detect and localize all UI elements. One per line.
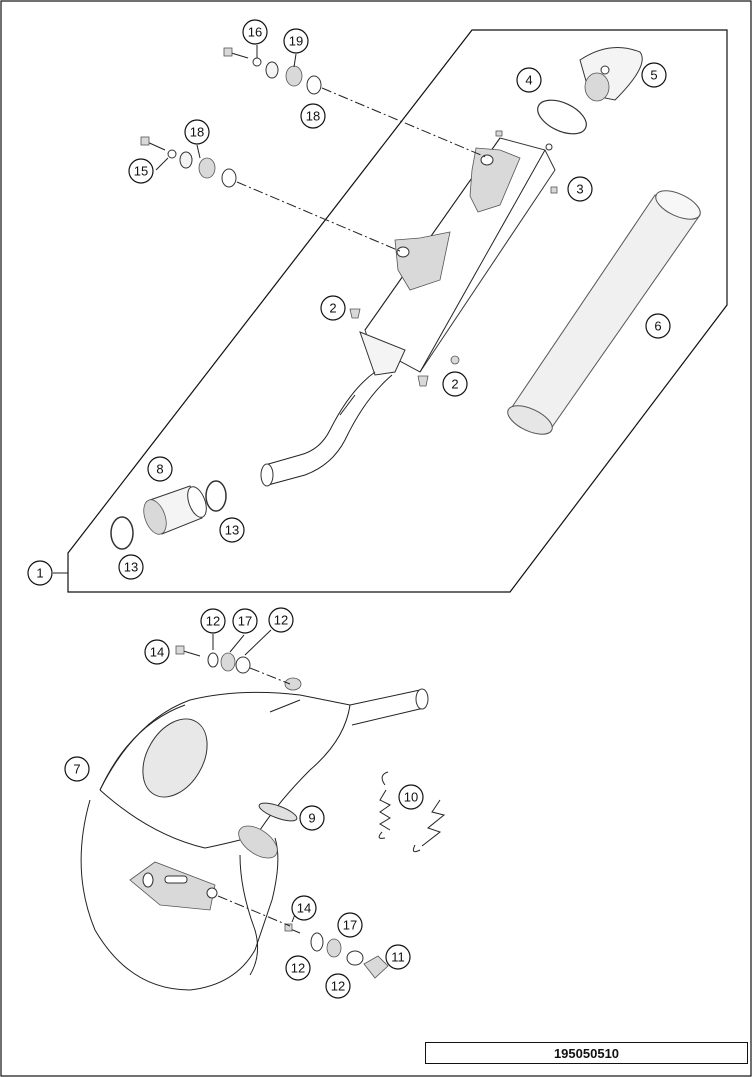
callout-12: 12 [200,608,226,634]
callout-label: 7 [73,762,80,777]
connector-sleeve [143,485,207,535]
callout-label: 16 [248,25,262,40]
fitting-3c [495,130,503,137]
callout-label: 14 [297,901,311,916]
callout-label: 6 [654,319,661,334]
callout-2: 2 [442,371,468,397]
callout-label: 5 [650,68,657,83]
callout-17: 17 [232,608,258,634]
fastener-stack-pipe-lower [284,923,389,979]
exhaust-seal [258,802,298,822]
callout-13: 13 [219,517,245,543]
drawing-number: 195050510 [425,1042,748,1064]
callout-label: 18 [190,125,204,140]
callout-18: 18 [184,119,210,145]
fastener-stack-middle [140,136,237,188]
callout-8: 8 [147,456,173,482]
seal-ring-13a [110,516,134,550]
callout-15: 15 [128,158,154,184]
callout-14: 14 [144,639,170,665]
callout-label: 12 [331,979,345,994]
exhaust-springs [378,771,446,853]
callout-14: 14 [291,895,317,921]
callout-2: 2 [320,295,346,321]
assembly-line-upper [321,87,489,159]
fastener-stack-pipe-upper [175,645,251,674]
leader-line [229,634,245,653]
assembly-line-pipe-lower [217,895,291,927]
o-ring [537,99,587,135]
callout-label: 12 [274,613,288,628]
end-cap [579,47,643,102]
callout-label: 18 [306,109,320,124]
callout-label: 2 [329,301,336,316]
callout-7: 7 [64,756,90,782]
leader-line [155,157,169,171]
callout-label: 17 [238,614,252,629]
assembly-line-pipe-upper [249,667,291,685]
fitting-3b [550,186,558,194]
callout-label: 4 [525,73,532,88]
callout-label: 14 [150,645,164,660]
fastener-stack-upper [223,47,322,95]
callout-label: 12 [291,961,305,976]
callout-3: 3 [567,176,593,202]
callout-label: 17 [343,918,357,933]
callout-12: 12 [268,607,294,633]
callout-label: 1 [36,566,43,581]
callout-12: 12 [325,973,351,999]
callout-11: 11 [385,944,411,970]
assembly-line-middle [236,181,403,253]
callout-label: 8 [156,462,163,477]
callout-10: 10 [398,784,424,810]
callout-label: 13 [124,560,138,575]
screw-2b [417,375,429,387]
leader-line [293,53,297,68]
callout-5: 5 [641,62,667,88]
callout-12: 12 [285,955,311,981]
leader-line [196,144,201,159]
callout-4: 4 [516,67,542,93]
callout-16: 16 [242,19,268,45]
callout-label: 15 [134,164,148,179]
callout-13: 13 [118,554,144,580]
callout-label: 3 [576,182,583,197]
nut-2 [450,355,460,365]
callout-19: 19 [283,28,309,54]
callout-label: 13 [225,523,239,538]
callout-9: 9 [299,805,325,831]
silencer-packing [507,190,701,435]
callout-1: 1 [27,560,53,586]
seal-ring-13b [205,480,227,512]
fitting-3a [545,143,553,151]
silencer-assembly-frame [67,29,728,593]
exhaust-pipe [80,677,429,991]
callout-label: 19 [289,34,303,49]
callout-17: 17 [337,912,363,938]
callout-label: 9 [308,811,315,826]
silencer-body [260,137,556,487]
callout-18: 18 [300,103,326,129]
callout-label: 12 [206,614,220,629]
screw-2a [349,308,361,319]
leader-line [244,629,272,656]
callout-label: 11 [391,950,405,965]
callout-label: 2 [451,377,458,392]
callout-label: 10 [404,790,418,805]
callout-6: 6 [645,313,671,339]
